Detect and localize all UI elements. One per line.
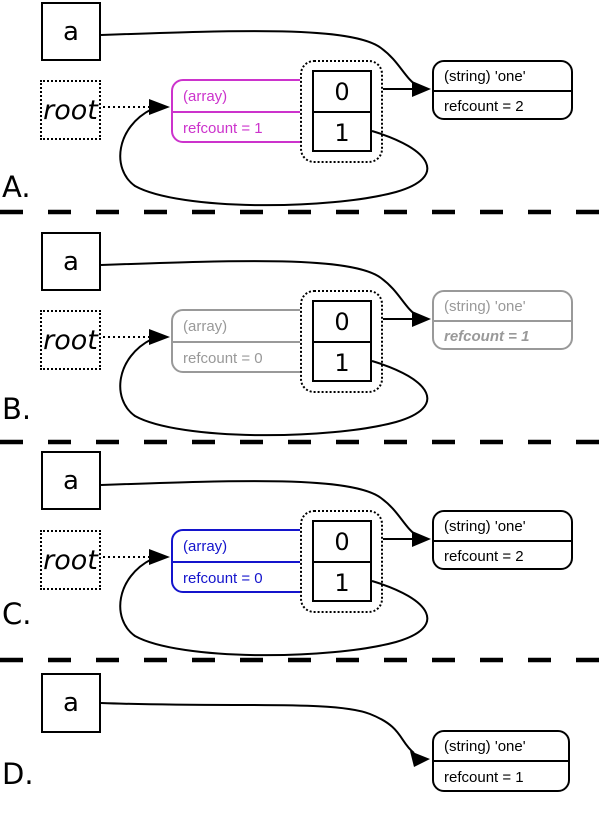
arrowhead-to-string-icon [412,81,431,97]
array-cells-box: 0 1 [312,70,372,152]
string-type-label: (string) 'one' [434,732,568,762]
arrowhead-to-string-icon [412,311,431,327]
string-refcount-label: refcount = 1 [444,768,524,786]
variable-box-a: a [41,673,101,733]
arrowhead-to-string-icon [412,531,431,547]
arrowhead-to-array-icon [149,549,170,565]
array-cells-box: 0 1 [312,520,372,602]
variable-label: a [63,465,79,496]
panel-label-d: D. [2,757,34,791]
root-buffer-box: root [40,80,101,140]
string-zval-box: (string) 'one' refcount = 1 [432,730,570,792]
string-type-label: (string) 'one' [434,292,571,322]
string-refcount-label: refcount = 2 [444,547,524,565]
string-refcount-label: refcount = 1 [444,327,530,345]
variable-label: a [63,246,79,277]
arrowhead-to-array-icon [149,329,170,345]
cell-index-1: 1 [334,118,350,147]
variable-box-a: a [41,451,101,510]
root-label: root [43,544,98,576]
arrowhead-to-string-icon [410,751,430,767]
root-buffer-box: root [40,310,101,370]
panel-label-a: A. [2,170,31,204]
cell-index-0: 0 [314,522,370,563]
cell-index-0: 0 [314,302,370,343]
string-zval-box: (string) 'one' refcount = 1 [432,290,573,350]
variable-box-a: a [41,232,101,291]
root-label: root [43,324,98,356]
string-type-label: (string) 'one' [434,512,571,542]
variable-label: a [63,688,79,718]
string-zval-box: (string) 'one' refcount = 2 [432,510,573,570]
variable-label: a [63,16,79,47]
cell-index-0: 0 [314,72,370,113]
root-label: root [43,94,98,126]
cell-index-1: 1 [334,348,350,377]
a-to-string-curve [100,702,415,754]
string-refcount-label: refcount = 2 [444,97,524,115]
root-buffer-box: root [40,530,101,590]
string-zval-box: (string) 'one' refcount = 2 [432,60,573,120]
variable-box-a: a [41,2,101,61]
panel-label-c: C. [2,597,32,631]
array-cells-box: 0 1 [312,300,372,382]
arrowhead-to-array-icon [149,99,170,115]
cell-index-1: 1 [334,568,350,597]
panel-d-connectors [100,702,430,767]
panel-label-b: B. [2,392,32,426]
string-type-label: (string) 'one' [434,62,571,92]
